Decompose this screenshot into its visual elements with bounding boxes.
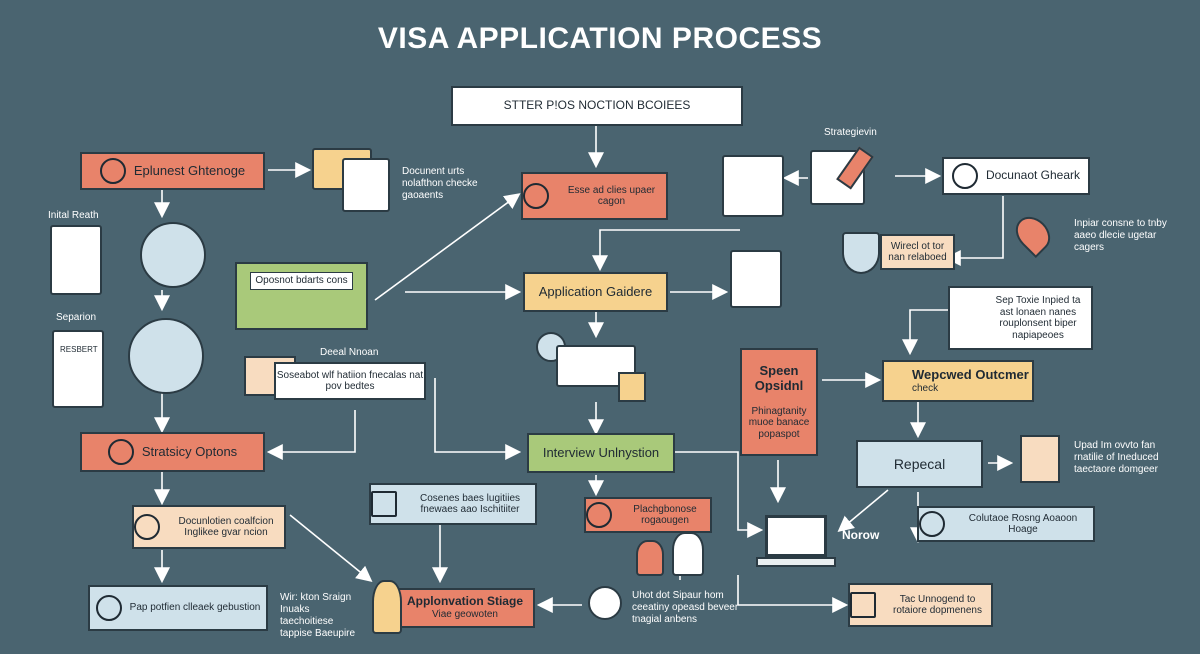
search-globe-icon bbox=[588, 586, 622, 620]
applicant-icon bbox=[672, 532, 704, 576]
gavel-icon bbox=[134, 514, 160, 540]
deeal-label: Deeal Nnoan bbox=[320, 347, 379, 358]
top-box: STTER P!OS NOCTION BCOIEES bbox=[451, 86, 743, 126]
wepcwed-title: Wepcwed Outcmer bbox=[912, 366, 1029, 382]
wired-box: Wirecl ot tor nan relaboed bbox=[880, 234, 955, 270]
link-diag-up bbox=[374, 193, 521, 301]
chart-circle-icon bbox=[128, 318, 204, 394]
interview-box: Interview Unlnystion bbox=[527, 433, 675, 473]
record-label: RESBERT bbox=[60, 345, 98, 354]
clock-icon bbox=[618, 372, 646, 402]
uhot-note: Uhot dot Sipaur hom ceeatiny opeasd beve… bbox=[632, 590, 739, 625]
gear-icon bbox=[919, 511, 945, 537]
speen-box: Speen Opsidnl Phinagtanity muoe banace p… bbox=[740, 348, 818, 456]
link-laptop-tac bbox=[737, 575, 849, 613]
interview-label: Interview Unlnystion bbox=[542, 444, 660, 460]
link-rep-laptop bbox=[837, 489, 889, 533]
cosenes-label: Cosenes baes lugitiies fnewaes aao Ischi… bbox=[419, 492, 521, 516]
strategy-options-label: Stratsicy Optons bbox=[141, 443, 238, 459]
tac-box: Tac Unnogend to rotaiore dopmenens bbox=[848, 583, 993, 627]
link-guide-in bbox=[592, 229, 740, 272]
applonv-title: Applonvation Stiage bbox=[406, 594, 523, 609]
colutaoe-box: Colutaoe Rosng Aoaoon Hoage bbox=[917, 506, 1095, 542]
check-icon bbox=[371, 491, 397, 517]
link-interview-right bbox=[675, 451, 764, 538]
right-doc-card bbox=[722, 155, 784, 217]
repecal-label: Repecal bbox=[893, 455, 946, 472]
center-folder-box: Oposnot bdarts cons bbox=[235, 262, 368, 330]
initial-reach-label: Inital Reath bbox=[48, 210, 99, 221]
applonv-sub: Viae geowoten bbox=[432, 609, 498, 621]
sep-box: Sep Toxie Inpied ta ast lonaen nanes rou… bbox=[948, 286, 1093, 350]
impor-note: Inpiar consne to tnby aaeo dlecie ugetar… bbox=[1074, 218, 1167, 253]
document-note: Docunent urts nolafthon checke gaoaents bbox=[402, 166, 478, 201]
document-coalition-box: Docunlotien coalfcion Inglikee gvar ncio… bbox=[132, 505, 286, 549]
norow-label: Norow bbox=[842, 528, 880, 542]
wired-label: Wirecl ot tor nan relaboed bbox=[888, 240, 947, 264]
clock-check-icon bbox=[951, 163, 978, 189]
separion-label: Separion bbox=[56, 312, 97, 323]
link-left-diag bbox=[289, 514, 373, 583]
soc-label: Soseabot wlf hatiion fnecalas nat pov be… bbox=[276, 369, 424, 393]
clock-icon bbox=[95, 595, 122, 621]
strategy-options-box: Stratsicy Optons bbox=[80, 432, 265, 472]
eese-box: Esse ad clies upaer cagon bbox=[521, 172, 668, 220]
wepcwed-box: Wepcwed Outcmer check bbox=[882, 360, 1034, 402]
document-check-label: Docunaot Gheark bbox=[985, 168, 1081, 183]
speen-title: Speen Opsidnl bbox=[754, 362, 804, 393]
laptop-base bbox=[756, 557, 836, 567]
speen-body: Phinagtanity muoe banace popaspot bbox=[748, 405, 810, 440]
pap-label: Pap potfien clleaek gebustion bbox=[129, 602, 261, 614]
cosenes-box: Cosenes baes lugitiies fnewaes aao Ischi… bbox=[369, 483, 537, 525]
document-coalition-label: Docunlotien coalfcion Inglikee gvar ncio… bbox=[178, 515, 274, 539]
separion-card bbox=[52, 330, 104, 408]
plachg-label: Plachgbonose rogaougen bbox=[633, 503, 697, 527]
repecal-box: Repecal bbox=[856, 440, 983, 488]
pap-box: Pap potfien clleaek gebustion bbox=[88, 585, 268, 631]
plachg-box: Plachgbonose rogaougen bbox=[584, 497, 712, 533]
globe-icon bbox=[140, 222, 206, 288]
bell-icon bbox=[586, 502, 612, 528]
tac-label: Tac Unnogend to rotaiore dopmenens bbox=[893, 593, 982, 617]
sep-label: Sep Toxie Inpied ta ast lonaen nanes rou… bbox=[995, 295, 1081, 341]
laptop-icon bbox=[765, 515, 827, 557]
soc-box: Soseabot wlf hatiion fnecalas nat pov be… bbox=[274, 362, 426, 400]
link-sep-up bbox=[902, 309, 948, 356]
wir-note: Wir: kton Sraign Inuaks taechoitiese tap… bbox=[280, 592, 356, 639]
lightbulb-icon bbox=[1020, 435, 1060, 483]
interviewer-icon bbox=[636, 540, 664, 576]
colutaoe-label: Colutaoe Rosng Aoaoon Hoage bbox=[968, 512, 1078, 536]
document-check-box: Docunaot Gheark bbox=[942, 157, 1090, 195]
mail-icon bbox=[850, 592, 876, 618]
eese-label: Esse ad clies upaer cagon bbox=[567, 184, 656, 208]
upd-note: Upad Im ovvto fan rnatilie of Ineduced t… bbox=[1074, 440, 1159, 475]
strategievin-label: Strategievin bbox=[824, 127, 877, 138]
guide-doc-card bbox=[730, 250, 782, 308]
doc-card-front bbox=[342, 158, 390, 212]
person-icon bbox=[107, 439, 134, 465]
person-icon bbox=[523, 183, 549, 209]
initial-reach-card bbox=[50, 225, 102, 295]
applonv-person-icon bbox=[372, 580, 402, 634]
person-icon bbox=[99, 158, 126, 184]
application-guide-box: Application Gaidere bbox=[523, 272, 668, 312]
shield-icon bbox=[842, 232, 880, 274]
link-doc-down bbox=[944, 196, 1004, 266]
applonv-box: Applonvation Stiage Viae geowoten bbox=[395, 588, 535, 628]
top-box-label: STTER P!OS NOCTION BCOIEES bbox=[503, 98, 691, 113]
diagram-title: VISA APPLICATION PROCESS bbox=[377, 22, 823, 55]
link-soc-down bbox=[266, 410, 356, 460]
explore-label: Eplunest Ghtenoge bbox=[133, 162, 246, 178]
oposnet-label: Oposnot bdarts cons bbox=[250, 272, 353, 290]
explore-box: Eplunest Ghtenoge bbox=[80, 152, 265, 190]
application-guide-label: Application Gaidere bbox=[538, 283, 653, 299]
wepcwed-sub: check bbox=[912, 382, 939, 394]
link-left-interview bbox=[434, 378, 522, 460]
